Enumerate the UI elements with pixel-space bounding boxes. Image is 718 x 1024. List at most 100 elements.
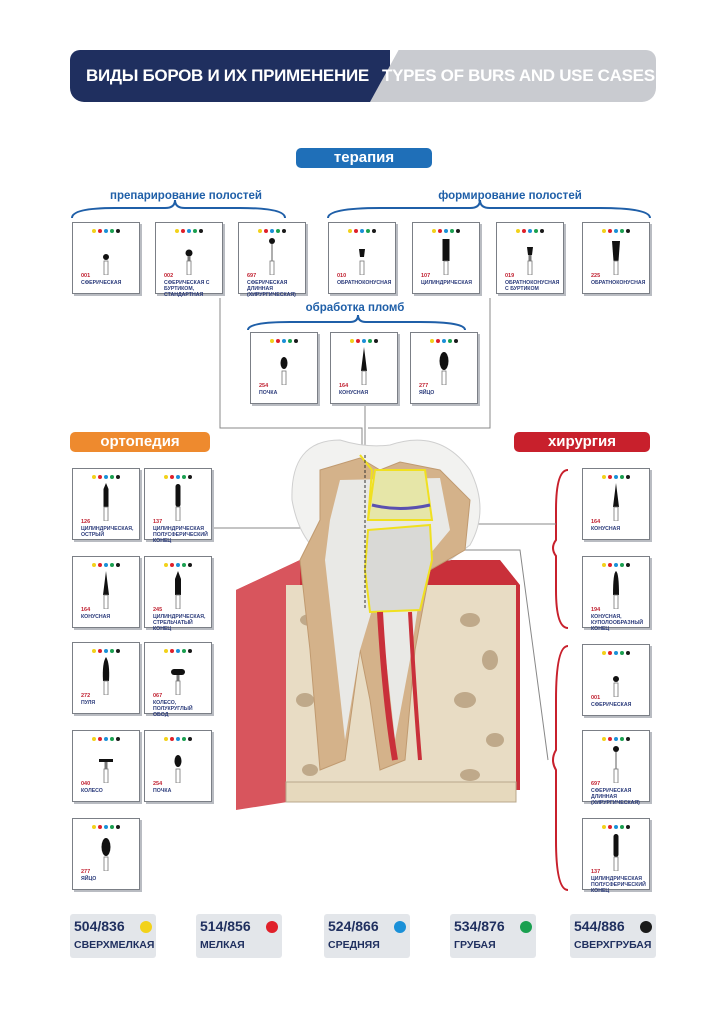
grit-dot xyxy=(176,475,180,479)
grit-dot xyxy=(92,649,96,653)
legend-number: 504/836 xyxy=(74,918,125,934)
bur-code: 254 xyxy=(153,781,163,787)
bur-code: 126 xyxy=(81,519,91,525)
bur-egg-icon xyxy=(434,345,454,390)
grit-dot xyxy=(181,229,185,233)
grit-dot xyxy=(294,339,298,343)
grit-dot xyxy=(608,563,612,567)
bur-description: ЯЙЦО xyxy=(419,390,435,396)
grit-dot xyxy=(620,825,624,829)
bur-code: 245 xyxy=(153,607,163,613)
grit-dot xyxy=(288,339,292,343)
grit-dot xyxy=(366,229,370,233)
grit-dot xyxy=(620,475,624,479)
grit-dots xyxy=(73,563,139,567)
grit-dot xyxy=(182,737,186,741)
grit-dot xyxy=(270,339,274,343)
grit-dot xyxy=(199,229,203,233)
grit-dot xyxy=(170,563,174,567)
grit-dots xyxy=(583,563,649,567)
grit-dot xyxy=(264,229,268,233)
grit-dot xyxy=(193,229,197,233)
grit-dot xyxy=(608,737,612,741)
grit-dot xyxy=(602,475,606,479)
bracket-surgery-1 xyxy=(552,469,569,629)
grit-dot xyxy=(104,563,108,567)
grit-dot xyxy=(602,737,606,741)
legend-number: 524/866 xyxy=(328,918,379,934)
grit-dot xyxy=(92,737,96,741)
grit-dot xyxy=(626,229,630,233)
bur-description: СФЕРИЧЕСКАЯ С БУРТИКОМ, СТАНДАРТНАЯ xyxy=(164,280,210,298)
title-ru: ВИДЫ БОРОВ И ИХ ПРИМЕНЕНИЕ xyxy=(86,66,369,85)
grit-dot xyxy=(444,229,448,233)
bur-code: 164 xyxy=(591,519,601,525)
grit-dot xyxy=(170,475,174,479)
bur-description: ЦИЛИНДРИЧЕСКАЯ ПОЛУСФЕРИЧЕСКИЙ КОНЕЦ xyxy=(153,526,208,544)
bur-cone-icon xyxy=(96,569,116,614)
grit-dots xyxy=(583,825,649,829)
legend-label: СВЕРХМЕЛКАЯ xyxy=(74,939,155,951)
grit-dot xyxy=(522,229,526,233)
legend-label: ГРУБАЯ xyxy=(454,939,496,951)
bur-description: ОБРАТНОКОНУСНАЯ С БУРТИКОМ xyxy=(505,280,560,292)
bur-ball-collar-icon xyxy=(179,235,199,280)
bur-code: 067 xyxy=(153,693,163,699)
grit-dot xyxy=(104,649,108,653)
grit-dot xyxy=(164,563,168,567)
grit-dot xyxy=(104,737,108,741)
bur-description: ЦИЛИНДРИЧЕСКАЯ, ОСТРЫЙ xyxy=(81,526,134,538)
bur-code: 277 xyxy=(419,383,429,389)
grit-dot xyxy=(620,563,624,567)
grit-dot xyxy=(188,475,192,479)
bracket-cavity-prep xyxy=(71,199,286,219)
grit-dot xyxy=(626,737,630,741)
section-surgery: хирургия xyxy=(514,432,650,452)
grit-dots xyxy=(73,737,139,741)
legend-color-dot xyxy=(266,921,278,933)
grit-dot xyxy=(608,651,612,655)
grit-dots xyxy=(331,339,397,343)
grit-dot xyxy=(175,229,179,233)
grit-dot xyxy=(454,339,458,343)
grit-dot xyxy=(164,737,168,741)
grit-dot xyxy=(276,229,280,233)
grit-dot xyxy=(608,229,612,233)
grit-dot xyxy=(110,825,114,829)
grit-dots xyxy=(145,737,211,741)
grit-dot xyxy=(602,651,606,655)
grit-dots xyxy=(145,563,211,567)
grit-dot xyxy=(614,651,618,655)
bur-code: 010 xyxy=(337,273,347,279)
grit-dot xyxy=(432,229,436,233)
grit-dots xyxy=(145,475,211,479)
grit-dots xyxy=(73,475,139,479)
grit-dot xyxy=(614,475,618,479)
bur-ball-icon xyxy=(96,235,116,280)
bur-description: СФЕРИЧЕСКАЯ xyxy=(591,702,632,708)
grit-dot xyxy=(372,229,376,233)
grit-dot xyxy=(110,563,114,567)
grit-dots xyxy=(73,825,139,829)
bur-bud-icon xyxy=(274,345,294,390)
bur-description: ЦИЛИНДРИЧЕСКАЯ, СТРЕЛЬЧАТЫЙ КОНЕЦ xyxy=(153,614,206,632)
grit-dots xyxy=(411,339,477,343)
grit-dot xyxy=(620,737,624,741)
bur-code: 107 xyxy=(421,273,431,279)
bur-wheel-round-icon xyxy=(168,655,188,700)
legend-number: 534/876 xyxy=(454,918,505,934)
grit-dot xyxy=(430,339,434,343)
grit-dot xyxy=(282,339,286,343)
